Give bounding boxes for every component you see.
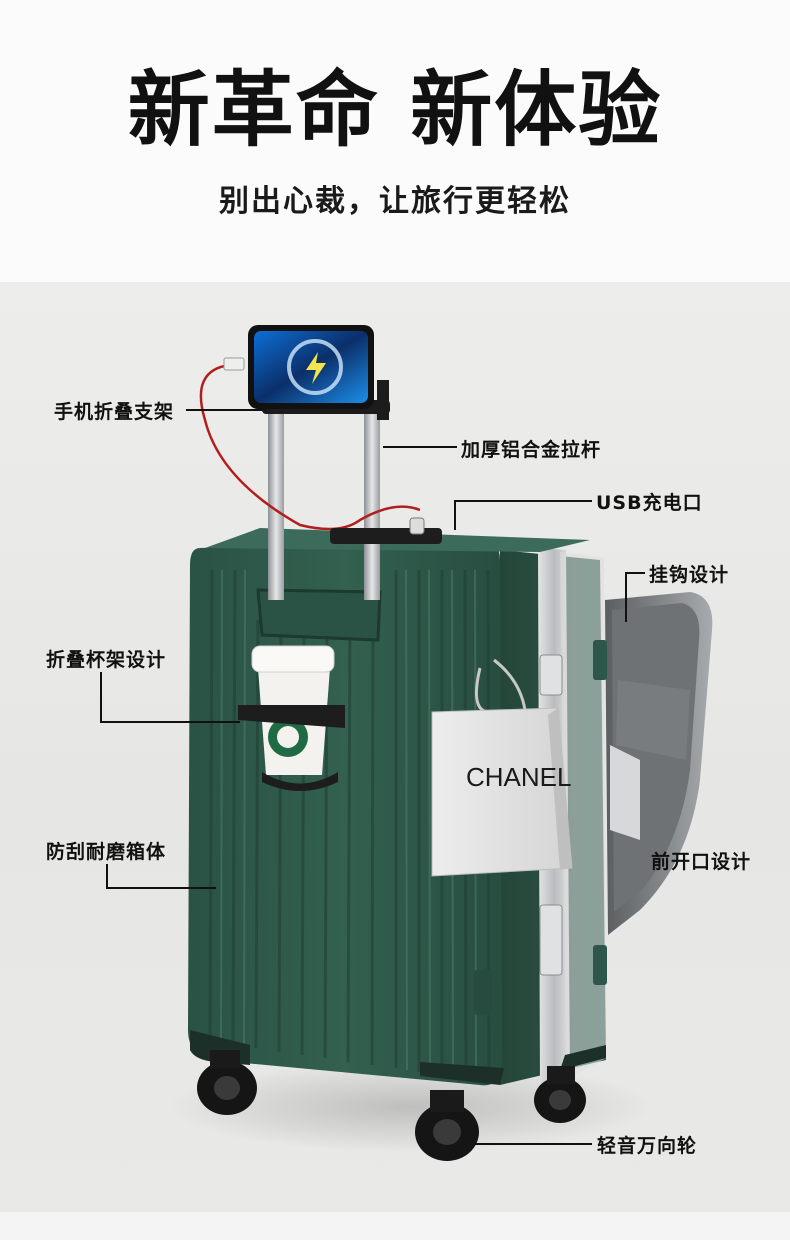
callout-wheels: 轻音万向轮: [597, 1135, 698, 1157]
leader-hook: [625, 572, 645, 574]
leader-shell: [106, 887, 216, 889]
leader-cup-holder-drop: [100, 672, 102, 722]
callout-handle: 加厚铝合金拉杆: [461, 439, 602, 461]
shopping-bag: CHANEL: [431, 658, 573, 877]
headline: 新革命 新体验: [127, 63, 663, 158]
leader-phone-holder: [186, 409, 266, 411]
leader-handle: [383, 446, 457, 448]
wheels-group: [197, 1050, 586, 1161]
callout-shell: 防刮耐磨箱体: [46, 841, 167, 863]
cup-in-holder: [238, 645, 345, 791]
callout-phone-holder: 手机折叠支架: [54, 401, 175, 423]
subline: 别出心裁，让旅行更轻松: [219, 184, 571, 219]
leader-usb-drop: [454, 500, 456, 530]
front-lid: [605, 592, 713, 935]
leader-shell-drop: [106, 864, 108, 888]
phone-on-holder: [248, 325, 374, 409]
leader-cup-holder: [100, 721, 240, 723]
bag-brand-text: CHANEL: [466, 762, 571, 792]
leader-usb: [454, 500, 592, 502]
leader-hook-drop: [625, 572, 627, 622]
header-band: 新革命 新体验 别出心裁，让旅行更轻松: [0, 0, 790, 282]
leader-wheels: [474, 1143, 592, 1145]
footer-band: [0, 1212, 790, 1240]
callout-front-open: 前开口设计: [651, 851, 752, 873]
callout-usb: USB充电口: [596, 492, 703, 514]
callout-hook: 挂钩设计: [649, 564, 730, 586]
callout-cup-holder: 折叠杯架设计: [46, 649, 167, 671]
